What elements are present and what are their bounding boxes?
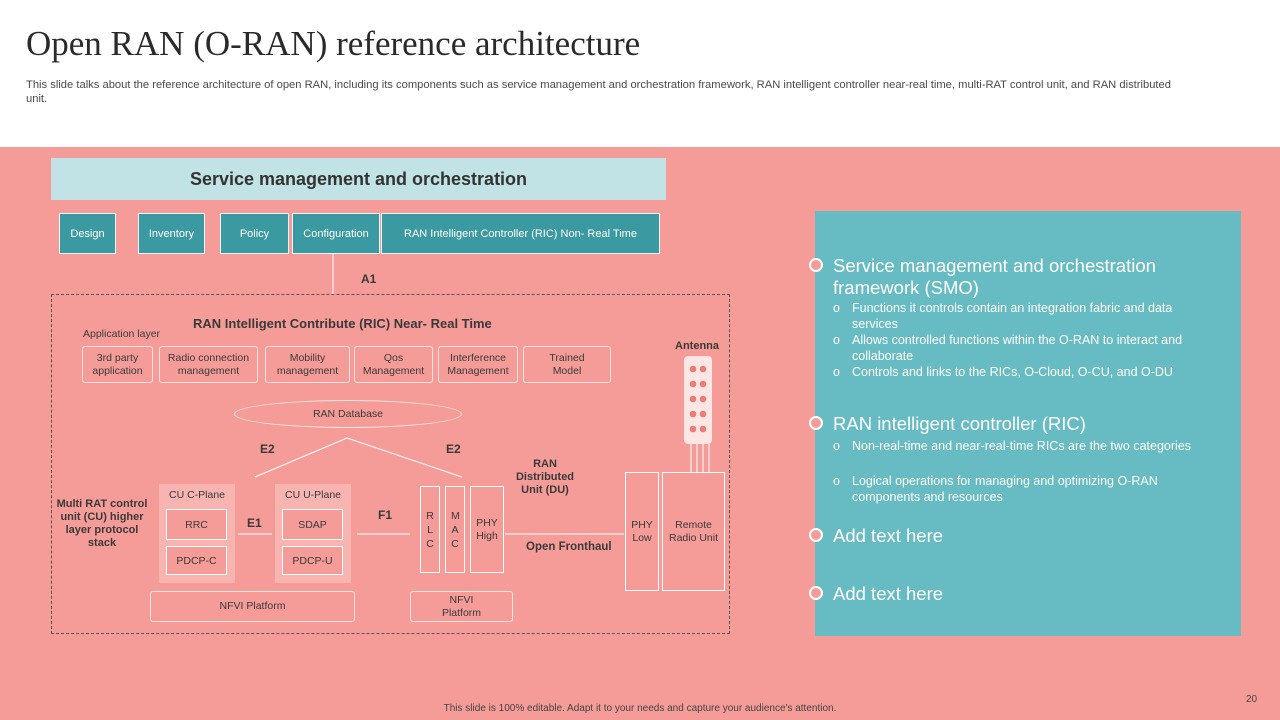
ric-bullet-1: Non-real-time and near-real-time RICs ar… (852, 439, 1192, 453)
cu-c-plane-label: CU C-Plane (169, 489, 226, 501)
nfvi-platform-du-label: NFVI Platform (441, 593, 482, 619)
application-layer-label: Application layer (83, 328, 161, 340)
app-3rd-party: 3rd party application (82, 346, 153, 383)
antenna-dots (689, 365, 707, 433)
info-panel (815, 211, 1241, 636)
app-mobility: Mobility management (265, 346, 350, 383)
app-trained-model-label: Trained Model (549, 351, 585, 377)
near-rt-region (51, 294, 730, 634)
ric-near-real-time-title: RAN Intelligent Contribute (RIC) Near- R… (193, 316, 492, 331)
f1-interface-label: F1 (378, 508, 393, 522)
app-3rd-party-label: 3rd party application (92, 351, 143, 377)
bullet-circle-icon: o (833, 474, 840, 488)
bullet-circle-icon: o (833, 365, 840, 379)
phy-low-box: PHY Low (625, 472, 659, 591)
slide-subtitle: This slide talks about the reference arc… (26, 79, 1171, 105)
section-marker-icon (809, 586, 823, 600)
app-qos: Qos Management (354, 346, 433, 383)
antenna-icon (684, 356, 712, 444)
antenna-label: Antenna (675, 340, 719, 352)
app-mobility-label: Mobility management (276, 351, 339, 377)
phy-high-box: PHY High (470, 486, 504, 573)
mac-box: M A C (445, 486, 465, 573)
rrc-box: RRC (166, 509, 227, 540)
bullet-circle-icon: o (833, 301, 840, 315)
bullet-circle-icon: o (833, 333, 840, 347)
rlc-label: R L C (426, 509, 434, 550)
placeholder-section-title-1: Add text here (833, 525, 944, 546)
smo-title-bar: Service management and orchestration (51, 158, 666, 200)
smo-bullet-1: Functions it controls contain an integra… (852, 301, 1173, 331)
ran-du-label: RAN Distributed Unit (DU) (515, 458, 575, 496)
page-number: 20 (1246, 694, 1258, 705)
pdcp-c-box: PDCP-C (166, 546, 227, 575)
mac-label: M A C (451, 509, 460, 550)
smo-bullet-3: Controls and links to the RICs, O-Cloud,… (852, 365, 1173, 379)
e2-left-label: E2 (260, 442, 275, 456)
smo-item-ric-non-real-time: RAN Intelligent Controller (RIC) Non- Re… (381, 213, 660, 254)
app-interference: Interference Management (438, 346, 518, 383)
a1-interface-label: A1 (361, 272, 377, 286)
phy-low-label: PHY Low (631, 518, 653, 544)
rlc-box: R L C (420, 486, 440, 573)
smo-item-policy: Policy (220, 213, 289, 254)
phy-high-label: PHY High (476, 516, 498, 542)
slide-title: Open RAN (O-RAN) reference architecture (26, 24, 641, 63)
smo-bullet-2: Allows controlled functions within the O… (852, 333, 1183, 363)
nfvi-platform-du: NFVI Platform (410, 591, 513, 622)
smo-item-inventory: Inventory (138, 213, 205, 254)
ric-bullet-2: Logical operations for managing and opti… (852, 474, 1158, 504)
slide-footer: This slide is 100% editable. Adapt it to… (443, 703, 837, 714)
section-marker-icon (809, 416, 823, 430)
smo-item-design: Design (59, 213, 116, 254)
nfvi-platform-cu: NFVI Platform (150, 591, 355, 622)
e1-interface-label: E1 (247, 516, 262, 530)
bullet-circle-icon: o (833, 439, 840, 453)
app-trained-model: Trained Model (523, 346, 611, 383)
pdcp-u-box: PDCP-U (282, 546, 343, 575)
ran-database: RAN Database (234, 400, 462, 428)
e2-right-label: E2 (446, 442, 461, 456)
open-fronthaul-label: Open Fronthaul (526, 541, 612, 553)
placeholder-section-title-2: Add text here (833, 583, 944, 604)
app-qos-label: Qos Management (362, 351, 425, 377)
app-radio-connection-label: Radio connection management (167, 351, 250, 377)
smo-section-title: Service management and orchestration fra… (833, 255, 1156, 298)
app-interference-label: Interference Management (447, 351, 509, 377)
section-marker-icon (809, 528, 823, 542)
ric-section-title: RAN intelligent controller (RIC) (833, 413, 1086, 434)
cu-u-plane-label: CU U-Plane (285, 489, 342, 501)
remote-radio-unit-box: Remote Radio Unit (662, 472, 725, 591)
app-radio-connection: Radio connection management (159, 346, 258, 383)
sdap-box: SDAP (282, 509, 343, 540)
remote-radio-unit-label: Remote Radio Unit (668, 518, 719, 544)
section-marker-icon (809, 258, 823, 272)
smo-item-configuration: Configuration (292, 213, 380, 254)
multi-rat-cu-label: Multi RAT control unit (CU) higher layer… (56, 498, 148, 549)
